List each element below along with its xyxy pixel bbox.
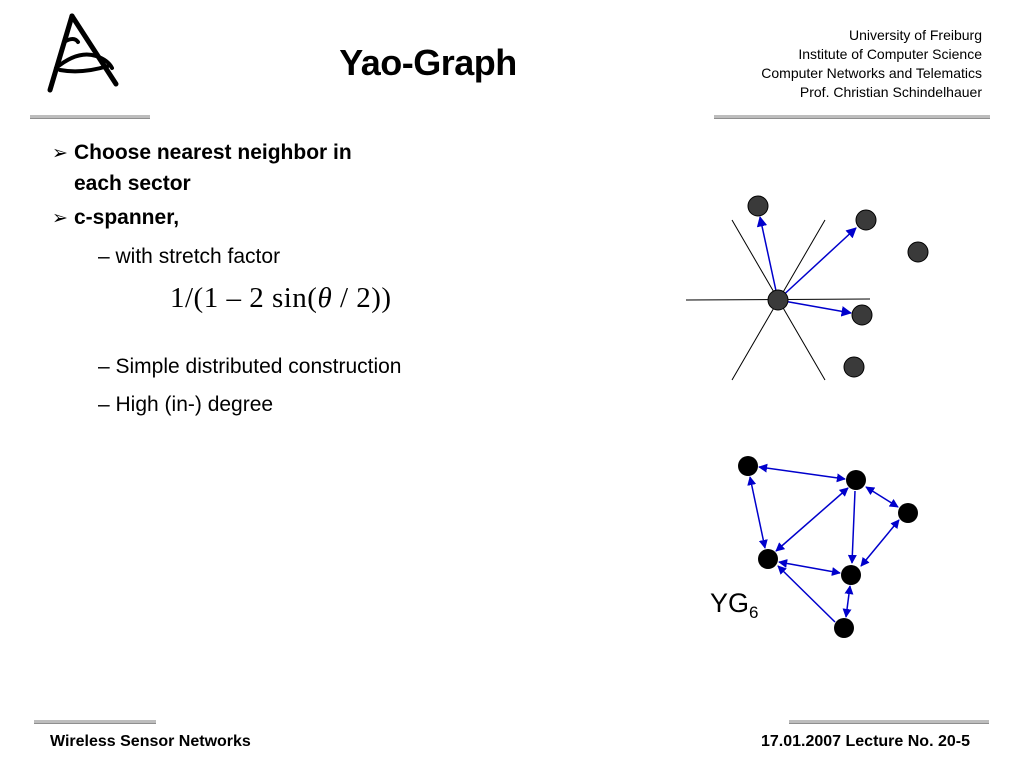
graph-node [855, 209, 877, 231]
nearest-neighbor-arrow [777, 227, 857, 301]
institution-line: Prof. Christian Schindelhauer [799, 84, 982, 100]
directed-edge [777, 565, 836, 623]
bidirectional-edge [775, 487, 849, 552]
bullet-nearest-neighbor: ➢ Choose nearest neighbor in each sector [52, 138, 352, 199]
formula-right: / 2)) [332, 282, 392, 314]
graph-node [851, 304, 873, 326]
bidirectional-edge [758, 463, 846, 483]
formula-theta: θ [317, 282, 333, 314]
graph-node [907, 241, 929, 263]
graph-node [898, 503, 918, 523]
bidirectional-edge [747, 476, 768, 549]
footer-divider-right [789, 720, 989, 724]
stretch-factor-formula: 1/(1 – 2 sin(θ / 2)) [170, 282, 392, 315]
bullet-text: Choose nearest neighbor in [74, 141, 352, 164]
footer-divider-left [34, 720, 156, 724]
bidirectional-edge [860, 519, 900, 567]
header-divider-right [714, 115, 990, 119]
yg6-graph-diagram [738, 456, 918, 638]
graph-node [843, 356, 865, 378]
header-divider-left [30, 115, 150, 119]
formula-left: 1/(1 – 2 sin( [170, 282, 318, 314]
bullet-text: c-spanner, [74, 206, 180, 229]
nearest-neighbor-arrow [756, 215, 779, 301]
university-logo-icon [47, 13, 119, 93]
institution-block: University of Freiburg Institute of Comp… [761, 26, 982, 102]
arrow-bullet-icon: ➢ [52, 208, 68, 229]
directed-edge [847, 490, 857, 564]
yg-label-subscript: 6 [749, 603, 759, 622]
institution-line: University of Freiburg [848, 27, 982, 43]
bidirectional-edge [865, 486, 899, 508]
yg6-label: YG6 [710, 588, 758, 623]
sub-bullet-degree: – High (in-) degree [98, 393, 274, 416]
graph-node [738, 456, 758, 476]
footer-course-name: Wireless Sensor Networks [50, 733, 251, 750]
bidirectional-edge [842, 585, 854, 618]
graph-node [846, 470, 866, 490]
institution-line: Institute of Computer Science [798, 46, 982, 62]
sub-bullet-distributed: – Simple distributed construction [98, 355, 402, 378]
yg-label-text: YG [710, 588, 750, 618]
slide-title: Yao-Graph [339, 42, 517, 83]
graph-node [758, 549, 778, 569]
graph-node [747, 195, 769, 217]
footer-lecture-info: 17.01.2007 Lecture No. 20-5 [760, 733, 970, 750]
bullet-c-spanner: ➢ c-spanner, [52, 203, 179, 234]
sub-bullet-stretch-factor: – with stretch factor [98, 245, 281, 268]
institution-line: Computer Networks and Telematics [761, 65, 982, 81]
bullet-text-continued: each sector [74, 172, 191, 195]
arrow-bullet-icon: ➢ [52, 143, 68, 164]
bidirectional-edge [778, 559, 841, 576]
nearest-neighbor-arrow [777, 299, 853, 317]
graph-node [834, 618, 854, 638]
yao-sector-diagram [685, 195, 877, 381]
graph-node [767, 289, 789, 311]
yao-sector-extra-node [907, 241, 929, 263]
graph-node [841, 565, 861, 585]
